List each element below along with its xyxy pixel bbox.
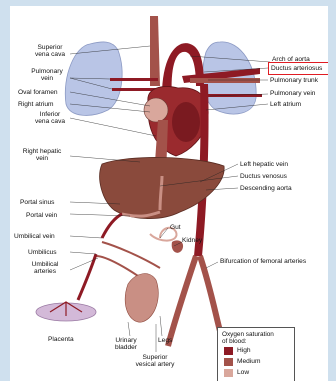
label-left-atrium: Left atrium [270, 101, 301, 108]
label-umbilical-vein: Umbilical vein [14, 233, 55, 240]
diagram-frame: Superior vena cava Pulmonary vein Oval f… [10, 6, 328, 381]
legend-item-medium: Medium [222, 358, 290, 367]
femoral-artery-left [168, 256, 196, 346]
label-umbilicus: Umbilicus [28, 249, 57, 256]
label-ductus-venosus: Ductus venosus [240, 173, 287, 180]
pulmonary-vein-left-vessel-2 [112, 88, 158, 91]
label-right-atrium: Right atrium [18, 101, 54, 108]
label-pulmonary-trunk: Pulmonary trunk [270, 77, 318, 84]
label-pulmonary-vein-right: Pulmonary vein [270, 90, 315, 97]
label-ductus-arteriosus: Ductus arteriosus [271, 65, 322, 72]
label-left-hepatic-vein: Left hepatic vein [240, 161, 288, 168]
legend-label-high: High [237, 347, 251, 355]
label-bifurcation: Bifurcation of femoral arteries [220, 258, 306, 265]
legend: Oxygen saturation of blood: High Medium … [217, 327, 295, 381]
label-superior-vena-cava: Superior vena cava [28, 44, 72, 58]
legend-item-low: Low [222, 369, 290, 378]
label-superior-vesical-artery: Superior vesical artery [128, 354, 182, 368]
label-kidney: Kidney [182, 237, 202, 244]
legend-title: Oxygen saturation of blood: [222, 331, 290, 345]
femoral-artery-right [200, 256, 220, 331]
legend-swatch-high [224, 347, 233, 355]
label-inferior-vena-cava: Inferior vena cava [28, 111, 72, 125]
label-descending-aorta: Descending aorta [240, 185, 292, 192]
urinary-bladder-shape [125, 274, 158, 323]
right-atrium-shape [144, 98, 168, 122]
label-legs: Legs [158, 337, 172, 344]
label-umbilical-arteries: Umbilical arteries [22, 261, 68, 275]
label-portal-sinus: Portal sinus [20, 199, 54, 206]
label-oval-foramen: Oval foramen [18, 89, 58, 96]
label-placenta: Placenta [48, 336, 74, 343]
pulmonary-vein-left-vessel [110, 78, 158, 81]
umbilical-vein-vessel [102, 214, 122, 238]
left-ventricle-shape [172, 102, 200, 142]
label-urinary-bladder: Urinary bladder [108, 337, 144, 351]
label-right-hepatic-vein: Right hepatic vein [14, 148, 70, 162]
legend-label-low: Low [237, 369, 249, 377]
pulmonary-trunk-vessel [190, 78, 260, 83]
legend-item-high: High [222, 347, 290, 356]
label-pulmonary-vein-left: Pulmonary vein [26, 68, 68, 82]
umbilical-artery-1 [102, 242, 160, 268]
superior-vena-cava-vessel [150, 16, 160, 86]
legend-label-medium: Medium [237, 358, 260, 366]
legend-swatch-low [224, 369, 233, 377]
umbilical-cord [78, 254, 96, 300]
label-gut: Gut [170, 224, 181, 231]
label-portal-vein: Portal vein [26, 212, 57, 219]
label-arch-of-aorta: Arch of aorta [272, 56, 310, 63]
legend-swatch-medium [224, 358, 233, 366]
